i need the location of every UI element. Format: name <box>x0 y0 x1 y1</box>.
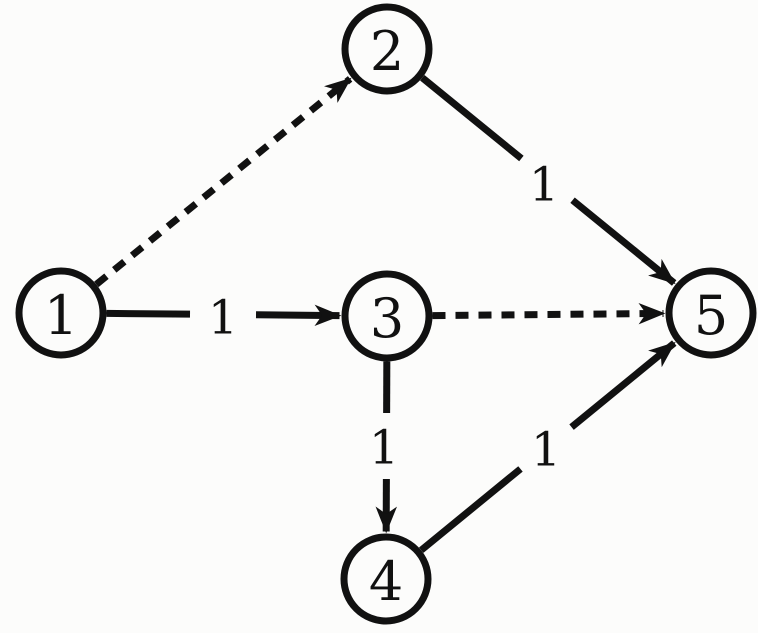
edges-layer: 1 1 1 1 <box>94 75 677 553</box>
edge-label-4-5: 1 <box>531 422 561 477</box>
edge-segment <box>432 302 666 325</box>
node-3: 3 <box>341 270 433 362</box>
edge-segment <box>255 304 342 327</box>
node-circle-2 <box>341 3 433 95</box>
edge-segment <box>420 75 524 162</box>
edge-4-5: 1 <box>418 340 677 553</box>
edge-label-3-4: 1 <box>369 420 399 475</box>
node-5: 5 <box>665 267 757 359</box>
edge-3-5 <box>432 302 666 325</box>
edge-label-1-3: 1 <box>208 290 238 345</box>
node-circle-3 <box>341 270 433 362</box>
node-label-2: 2 <box>370 20 404 83</box>
edge-segment <box>106 309 191 318</box>
node-circle-5 <box>665 267 757 359</box>
edge-1-2 <box>94 76 353 288</box>
edge-1-3: 1 <box>106 290 342 345</box>
node-label-4: 4 <box>369 550 403 613</box>
node-circle-1 <box>15 267 107 359</box>
node-label-1: 1 <box>44 284 78 347</box>
edge-segment <box>94 76 353 288</box>
node-1: 1 <box>15 267 107 359</box>
node-2: 2 <box>341 3 433 95</box>
node-label-5: 5 <box>694 284 728 347</box>
edge-label-2-5: 1 <box>529 157 559 212</box>
edge-2-5: 1 <box>420 75 677 286</box>
node-4: 4 <box>340 533 432 625</box>
edge-3-4: 1 <box>369 361 399 534</box>
node-label-3: 3 <box>370 287 404 350</box>
edge-segment <box>418 466 523 553</box>
edge-segment <box>570 197 677 286</box>
edge-segment <box>569 340 677 430</box>
nodes-layer: 1 2 3 4 5 <box>15 3 757 625</box>
node-circle-4 <box>340 533 432 625</box>
